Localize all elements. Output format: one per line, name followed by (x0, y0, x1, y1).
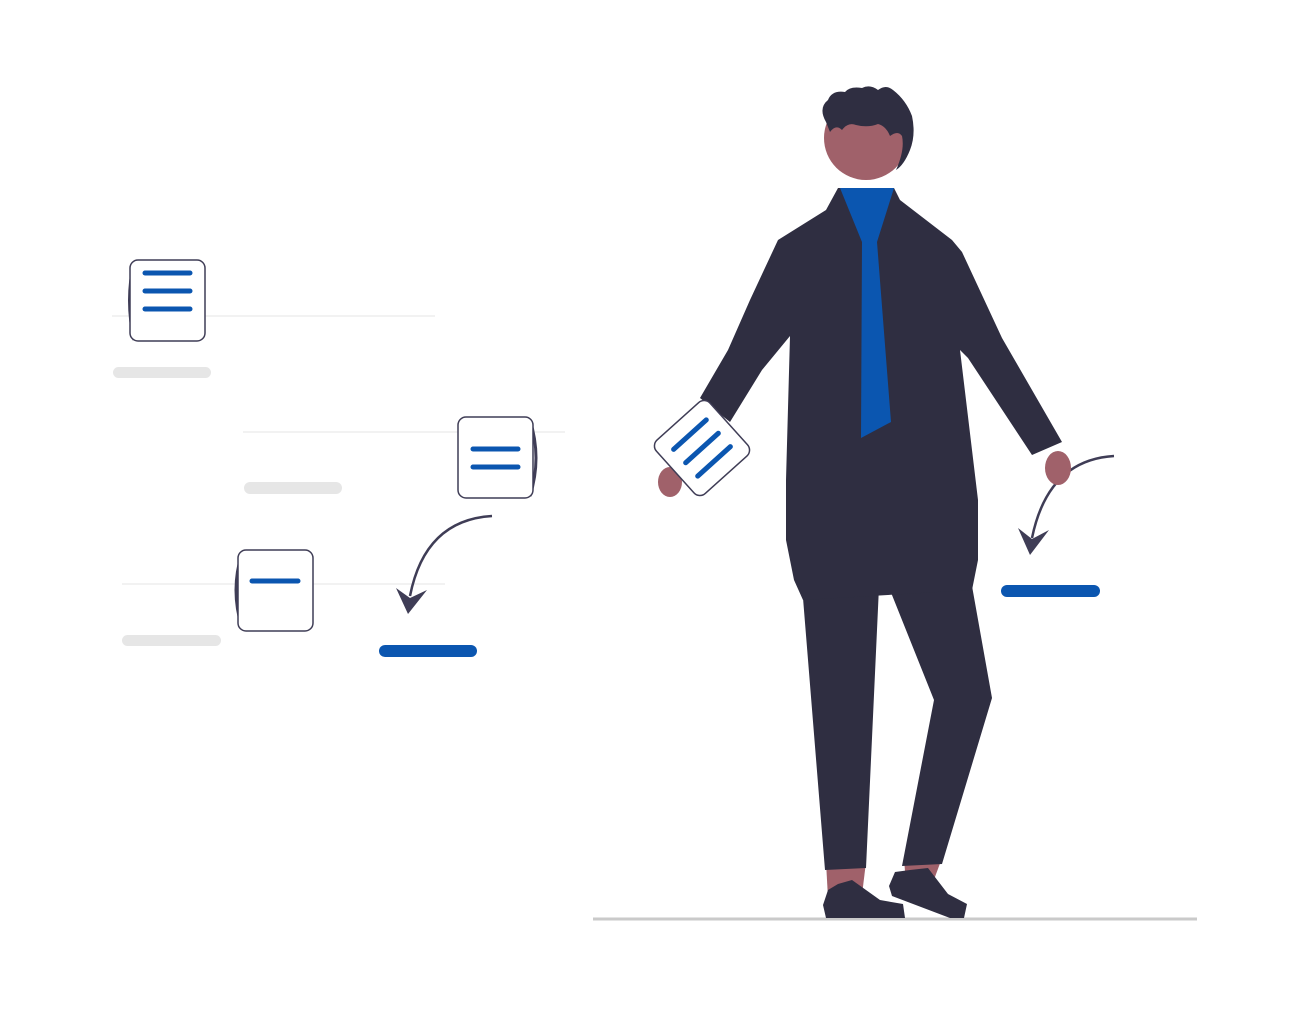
placeholder-bar-2 (244, 482, 342, 494)
right-hand (1045, 451, 1071, 485)
document-icon-1 (128, 259, 206, 342)
person-figure (653, 86, 1071, 918)
curved-arrow-icon-1 (396, 514, 493, 614)
highlight-bar-1 (379, 645, 477, 657)
highlight-bar-2 (1001, 585, 1100, 597)
document-icon-2 (457, 416, 538, 499)
left-hand (658, 467, 682, 497)
placeholder-bar-3 (122, 635, 221, 646)
left-shoe (823, 880, 905, 918)
pants (803, 565, 992, 870)
flow-diagram (112, 259, 565, 657)
held-document-icon (653, 399, 751, 497)
document-icon-3 (234, 549, 314, 632)
hair (822, 86, 914, 170)
right-shoe (889, 868, 967, 918)
placeholder-bar-1 (113, 367, 211, 378)
tie (840, 188, 894, 438)
